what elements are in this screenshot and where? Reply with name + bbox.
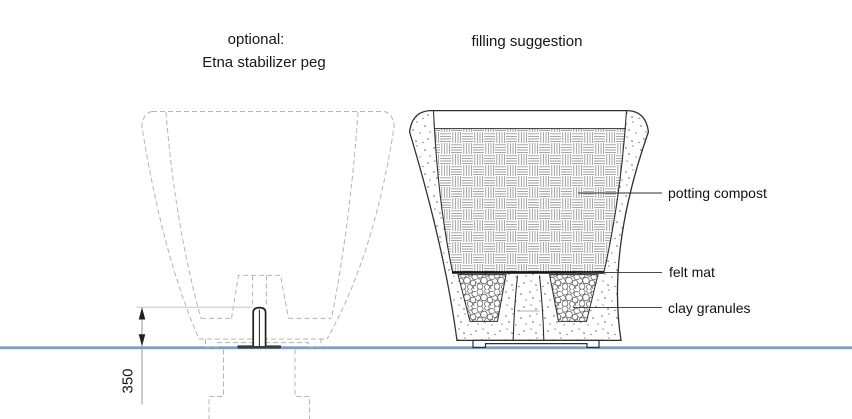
ground-line [0,346,852,350]
title-filling-suggestion: filling suggestion [471,33,583,50]
ghost-feet [205,339,322,348]
pot-feet [472,339,600,348]
compost-fill [434,128,626,272]
clay-granules-right-pocket [548,274,599,322]
title-peg: Etna stabilizer peg [202,54,326,71]
dimension-arrow-up [138,307,146,320]
stabilizer-peg [237,306,281,349]
ghost-underground-anchor [208,349,310,419]
left-pot-ghost [141,111,395,419]
right-pot-section [408,109,662,348]
peg-base-plate [237,345,281,349]
ghost-peg-socket [252,275,267,306]
label-clay-granules: clay granules [668,300,751,316]
ghost-inner-right-wall [331,111,359,319]
dimension-350 [136,306,252,405]
dimension-arrow-down [138,334,146,347]
label-potting-compost: potting compost [668,185,767,201]
pot-inner-walls [432,110,628,272]
ghost-outer-right-wall [326,111,395,340]
ghost-inner-left-wall [165,111,202,319]
pot-socket-column [512,275,545,341]
ghost-outer-left-wall [141,111,200,340]
clay-granules-left-pocket [457,274,507,322]
pot-outer-contour [408,109,650,342]
pot-wall-stipple [409,110,649,341]
ghost-center-column [231,274,289,319]
title-optional: optional: [227,31,285,48]
dimension-350-text: 350 [119,368,137,394]
label-felt-mat: felt mat [669,264,715,280]
